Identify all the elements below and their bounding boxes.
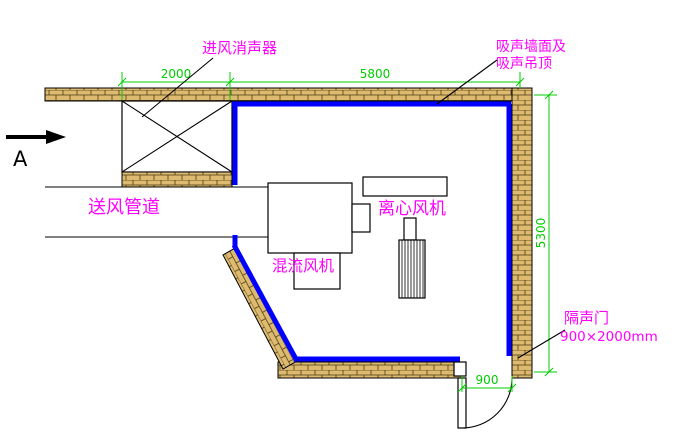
- dimension-lines: 2000 5800 5300 900: [117, 67, 557, 393]
- label-sound-door-size: 900×2000mm: [560, 329, 658, 345]
- label-mixed-flow-fan: 混流风机: [272, 257, 335, 275]
- supply-duct-lines: [45, 186, 268, 238]
- label-absorptive-wall-line1: 吸声墙面及: [496, 39, 566, 55]
- fan-connector: [351, 203, 371, 233]
- label-intake-silencer: 进风消声器: [202, 39, 277, 57]
- dim-room-width: 5800: [360, 67, 391, 81]
- label-sound-door: 隔声门: [564, 309, 609, 327]
- dimension-extension-lines: [121, 72, 557, 392]
- centrifugal-fan-casing: [362, 176, 448, 197]
- dim-silencer-width: 2000: [161, 67, 192, 81]
- dim-door-width: 900: [476, 373, 499, 387]
- section-marker-letter: A: [13, 147, 28, 171]
- centrifugal-fan-stem: [403, 217, 417, 241]
- mixed-flow-fan-base: [293, 252, 341, 290]
- label-absorptive-wall-line2: 吸声吊顶: [496, 56, 552, 72]
- right-wall: [511, 87, 533, 379]
- dimension-measure-lines: [122, 81, 550, 389]
- section-arrow-head-icon: [46, 130, 66, 144]
- bottom-wall: [277, 361, 463, 379]
- silencer-base: [121, 171, 233, 188]
- acoustic-lining: [231, 101, 512, 363]
- door-swing-arc: [461, 377, 513, 429]
- leader-lines: [141, 57, 566, 359]
- coil-hatch: [401, 240, 424, 298]
- mixed-flow-fan-body: [267, 182, 353, 254]
- top-wall: [44, 87, 533, 102]
- silencer-cross: [121, 100, 233, 173]
- door-jamb: [453, 361, 467, 377]
- label-supply-duct: 送风管道: [88, 197, 160, 218]
- centrifugal-fan-coil: [398, 239, 426, 299]
- dim-room-depth: 5300: [534, 218, 548, 249]
- dimension-ticks: [117, 77, 554, 393]
- label-centrifugal-fan: 离心风机: [378, 199, 446, 219]
- section-marker: A: [6, 130, 66, 171]
